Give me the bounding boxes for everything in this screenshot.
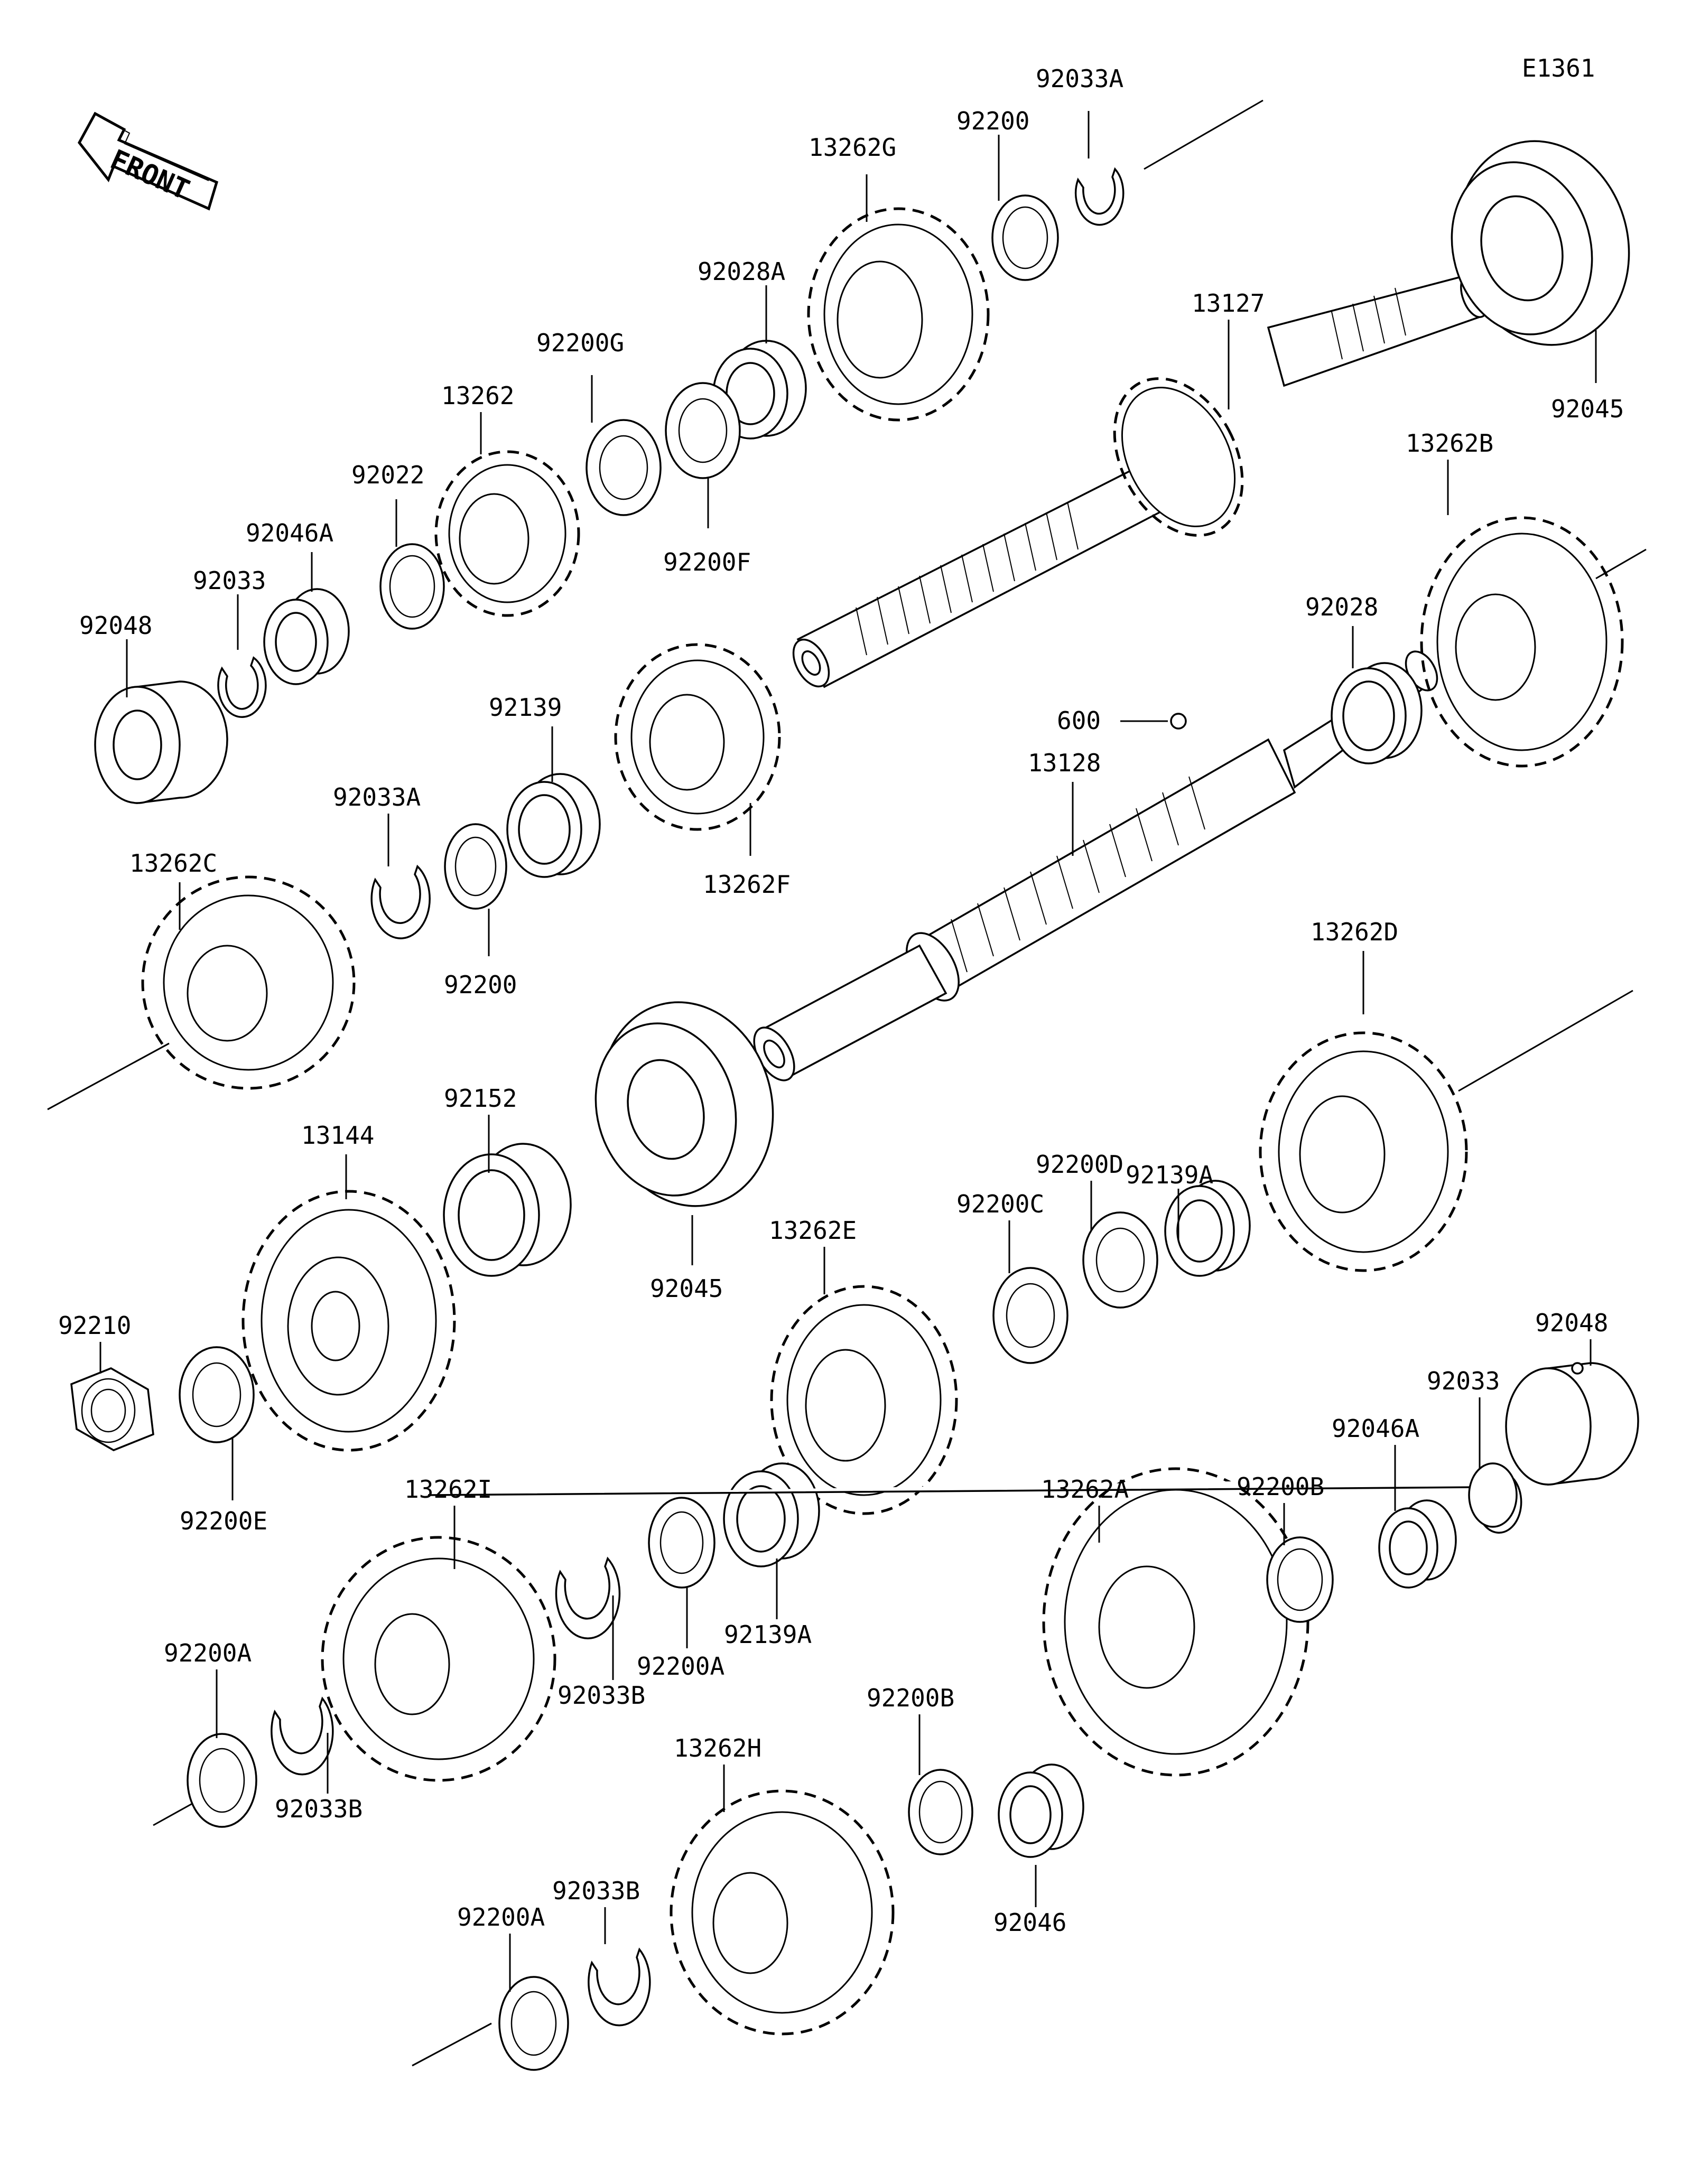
- label-92022: 92022: [351, 461, 424, 489]
- gear-13262I: [321, 1536, 556, 1782]
- label-13262B: 13262B: [1406, 429, 1493, 458]
- gear-13262H: [670, 1789, 895, 2036]
- diagram-id: E1361: [1522, 54, 1595, 82]
- shaft-axis-lines: [47, 99, 1647, 2067]
- label-92200F: 92200F: [663, 548, 751, 576]
- label-13262A: 13262A: [1041, 1475, 1129, 1504]
- main-shaft-13127: [792, 273, 1489, 688]
- label-92046A-left: 92046A: [246, 519, 333, 547]
- label-92028: 92028: [1305, 593, 1378, 621]
- label-92033A-top: 92033A: [1036, 64, 1123, 93]
- label-92046: 92046: [993, 1908, 1066, 1937]
- needle-bearing-92046A-left: [263, 588, 350, 685]
- label-92200A-mid: 92200A: [637, 1652, 724, 1681]
- label-13144: 13144: [301, 1121, 374, 1150]
- label-92033-left: 92033: [193, 566, 266, 595]
- label-13262I: 13262I: [404, 1475, 492, 1504]
- label-92200B-low: 92200B: [867, 1684, 954, 1712]
- label-13127: 13127: [1192, 289, 1265, 318]
- label-13262: 13262: [441, 381, 514, 410]
- label-13262H: 13262H: [674, 1734, 761, 1762]
- gear-13262D: [1259, 1031, 1468, 1272]
- label-92200C: 92200C: [956, 1190, 1044, 1218]
- label-92045-top: 92045: [1551, 395, 1624, 423]
- label-92046A-right: 92046A: [1332, 1414, 1419, 1443]
- gear-13262E: [770, 1285, 958, 1515]
- label-92033A-mid: 92033A: [333, 783, 421, 811]
- label-92200-mid: 92200: [444, 970, 517, 999]
- nut-92210: [70, 1367, 154, 1451]
- washers-and-circlips: [179, 167, 1522, 2071]
- gear-13262: [434, 450, 580, 617]
- label-13262D: 13262D: [1311, 918, 1398, 946]
- label-600: 600: [1057, 706, 1101, 735]
- bearing-92045-top: [1451, 140, 1630, 346]
- label-92200A-bottom: 92200A: [457, 1903, 545, 1931]
- gear-13262B: [1420, 516, 1624, 768]
- label-92033-right: 92033: [1427, 1367, 1500, 1395]
- needle-bearing-92139A-top: [1164, 1180, 1251, 1277]
- label-92200G: 92200G: [536, 329, 624, 357]
- gear-13262A: [1042, 1467, 1309, 1777]
- bushing-92139: [506, 773, 601, 878]
- label-13262G: 13262G: [809, 133, 896, 162]
- collar-92048-right: [1505, 1362, 1639, 1486]
- front-arrow-icon: FRONT: [78, 111, 219, 211]
- gear-13262G: [807, 207, 990, 422]
- label-92139A-low: 92139A: [724, 1620, 812, 1649]
- part-labels: 92033A 92200 13262G 92028A 92200G 13262 …: [58, 64, 1624, 1937]
- label-13128: 13128: [1028, 749, 1101, 777]
- label-13262E: 13262E: [769, 1216, 857, 1245]
- label-92200D: 92200D: [1036, 1150, 1123, 1179]
- needle-bearing-92046A-right: [1378, 1499, 1457, 1589]
- label-92048-right: 92048: [1535, 1309, 1608, 1337]
- label-92210: 92210: [58, 1311, 131, 1340]
- collar-92152: [443, 1143, 572, 1277]
- bushing-92028: [1331, 662, 1423, 764]
- label-92048-left: 92048: [79, 611, 152, 640]
- label-92033B-bottom: 92033B: [552, 1877, 640, 1905]
- gear-13262F: [614, 643, 781, 831]
- label-92045-mid: 92045: [650, 1274, 723, 1303]
- leader-lines: [99, 111, 1597, 1992]
- label-92033B-mid: 92033B: [558, 1681, 645, 1710]
- gear-13144: [241, 1190, 456, 1452]
- label-92139: 92139: [489, 693, 562, 722]
- label-92200B-right: 92200B: [1237, 1472, 1324, 1501]
- bearing-92045-mid: [594, 1001, 774, 1207]
- label-92139A-top: 92139A: [1126, 1161, 1213, 1189]
- gear-13262C: [141, 875, 356, 1090]
- label-92152: 92152: [444, 1084, 517, 1113]
- needle-bearing-92139A-low: [723, 1462, 820, 1567]
- label-13262F: 13262F: [703, 870, 791, 899]
- needle-bearing-92046: [998, 1763, 1084, 1858]
- label-92200-top: 92200: [956, 107, 1029, 135]
- label-92200E: 92200E: [180, 1507, 267, 1535]
- label-13262C: 13262C: [129, 849, 217, 878]
- label-92033B-left: 92033B: [275, 1795, 363, 1823]
- label-92200A-left: 92200A: [164, 1639, 252, 1667]
- collar-92048-left: [94, 680, 228, 804]
- label-92028A: 92028A: [698, 257, 785, 286]
